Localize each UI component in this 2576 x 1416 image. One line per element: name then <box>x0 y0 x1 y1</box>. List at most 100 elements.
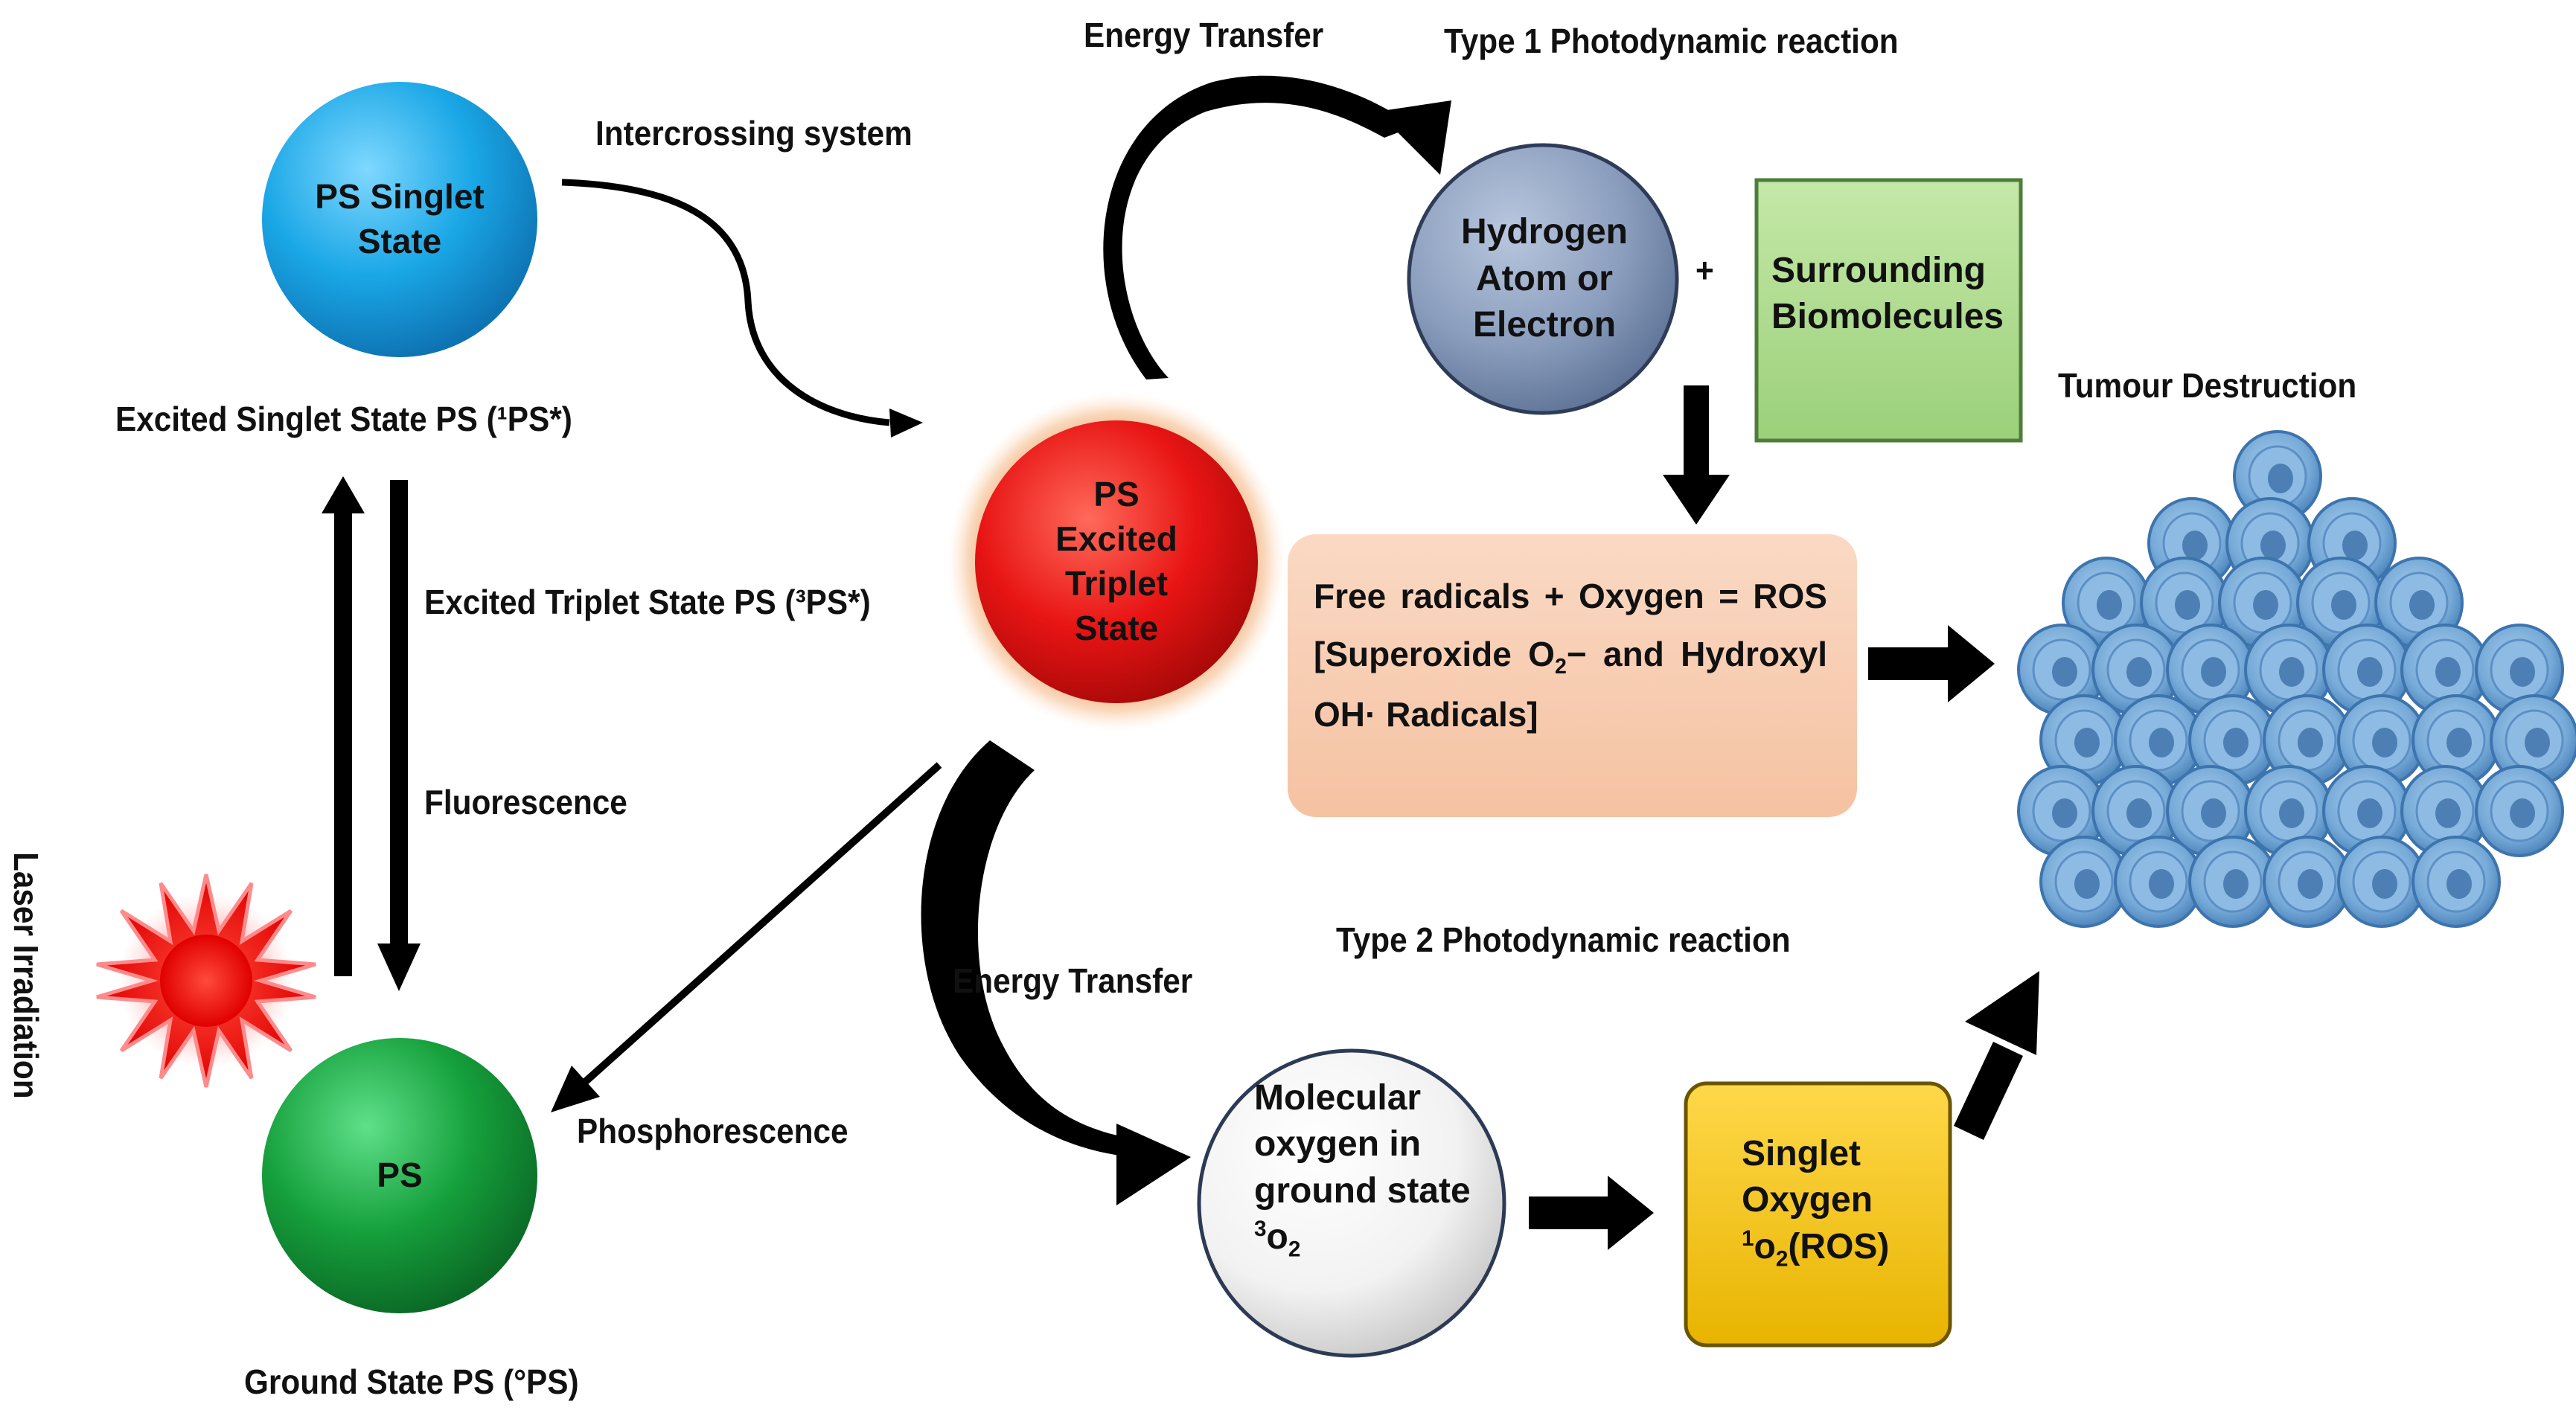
singlet-oxygen-text: Singlet Oxygen 1o2(ROS) <box>1742 1131 1935 1295</box>
singlet-oxygen-formula: 1o2(ROS) <box>1742 1224 1889 1274</box>
singlet-oxygen-formula-base: o <box>1754 1226 1776 1266</box>
tumour-cell-nucleus <box>2279 798 2304 828</box>
type2-label: Type 2 Photodynamic reaction <box>1336 920 1791 959</box>
fluorescence-label: Fluorescence <box>424 783 627 821</box>
ps-triplet-text: PS Excited Triplet State <box>975 446 1258 677</box>
energy-transfer-top-label: Energy Transfer <box>1084 16 1324 54</box>
tumour-cell-nucleus <box>2201 657 2226 687</box>
intercrossing-label: Intercrossing system <box>595 114 913 153</box>
singlet-oxygen-formula-sub: 2 <box>1775 1246 1789 1272</box>
singlet-oxygen-line-1: Singlet <box>1742 1134 1861 1173</box>
tumour-cell-nucleus <box>2052 798 2077 828</box>
molecular-oxygen-circle <box>1197 1048 1506 1358</box>
tumour-cell-nucleus <box>2357 798 2382 828</box>
singlet-oxygen-formula-sup: 1 <box>1742 1226 1754 1251</box>
ros-box <box>1288 534 1857 817</box>
phosphorescence-arrow <box>551 762 942 1112</box>
tumour-cell-nucleus <box>2372 869 2397 899</box>
ps-ground-text: PS <box>262 1146 537 1205</box>
molecular-oxygen-text: Molecular oxygen in ground state 3o2 <box>1254 1075 1477 1291</box>
tumour-cell-nucleus <box>2525 728 2550 757</box>
ps-singlet-line-2: State <box>357 222 442 260</box>
plus-sign: + <box>1696 251 1714 289</box>
tumour-cell-nucleus <box>2510 657 2535 687</box>
molecular-oxygen-line-2: oxygen in <box>1254 1124 1422 1164</box>
excited-singlet-label: Excited Singlet State PS (¹PS*) <box>115 400 572 438</box>
molecular-oxygen-formula-sup: 3 <box>1254 1217 1267 1242</box>
singlet-to-tumour-arrow <box>1954 971 2039 1140</box>
singlet-oxygen-formula-tail: (ROS) <box>1788 1226 1890 1266</box>
energy-transfer-top-arrow <box>1103 75 1451 380</box>
ros-to-tumour-arrow <box>1868 625 1995 702</box>
tumour-cell-nucleus <box>2268 464 2293 493</box>
tumour-cell-nucleus <box>2409 590 2435 620</box>
biomolecules-text: Surrounding Biomolecules <box>1771 242 2010 346</box>
hydrogen-to-ros-arrow <box>1663 385 1730 525</box>
tumour-cell-nucleus <box>2175 590 2200 620</box>
fluorescence-arrow-down <box>377 480 421 991</box>
ps-singlet-circle <box>262 82 537 357</box>
hydrogen-line-2: Atom or <box>1476 258 1613 298</box>
tumour-cell-nucleus <box>2435 657 2461 687</box>
tumour-cell-nucleus <box>2446 728 2472 757</box>
tumour-cell-nucleus <box>2201 798 2226 828</box>
ps-ground-circle <box>262 1038 537 1313</box>
tumour-cell-nucleus <box>2279 657 2304 687</box>
tumour-cell-nucleus <box>2298 869 2323 899</box>
molecular-oxygen-line-3: ground state <box>1254 1170 1471 1211</box>
laser-label: Laser Irradiation <box>7 852 45 1099</box>
ground-state-label: Ground State PS (°PS) <box>244 1362 579 1401</box>
ps-triplet-line-1: PS <box>1093 475 1140 514</box>
biomolecules-line-1: Surrounding <box>1771 250 1986 290</box>
tumour-cell-nucleus <box>2182 531 2208 560</box>
tumour-cells-icon <box>2017 430 2576 928</box>
biomolecules-line-2: Biomolecules <box>1771 297 2004 336</box>
tumour-cell-nucleus <box>2126 657 2152 687</box>
tumour-cell-nucleus <box>2126 798 2152 828</box>
ros-line-2-suffix: − and Hydroxyl <box>1566 635 1827 674</box>
singlet-oxygen-line-2: Oxygen <box>1742 1180 1873 1220</box>
tumour-cell-nucleus <box>2510 798 2535 828</box>
ros-line-3: OH· Radicals] <box>1314 694 1538 734</box>
ps-triplet-line-2: Excited <box>1055 519 1177 559</box>
ros-line-1: Free radicals + Oxygen = ROS <box>1314 577 1827 615</box>
tumour-cell-nucleus <box>2331 590 2356 620</box>
ps-triplet-line-3: Triplet <box>1064 564 1169 603</box>
hydrogen-line-1: Hydrogen <box>1460 212 1628 252</box>
tumour-cell-nucleus <box>2097 590 2122 620</box>
tumour-cell-nucleus <box>2223 869 2249 899</box>
excited-triplet-label: Excited Triplet State PS (³PS*) <box>424 583 871 621</box>
ros-text: Free radicals + Oxygen = ROS [Superoxide… <box>1314 567 1827 743</box>
tumour-cell-nucleus <box>2074 728 2100 757</box>
laser-sun-icon <box>96 874 316 1088</box>
tumour-cell-nucleus <box>2149 728 2174 757</box>
singlet-oxygen-box <box>1684 1081 1952 1348</box>
hydrogen-circle <box>1407 143 1679 415</box>
tumour-cell-nucleus <box>2357 657 2382 687</box>
molecular-oxygen-line-1: Molecular <box>1254 1078 1422 1118</box>
tumour-label: Tumour Destruction <box>2058 366 2357 405</box>
tumour-cell-nucleus <box>2446 869 2472 899</box>
ps-triplet-circle <box>975 420 1258 703</box>
tumour-cell-nucleus <box>2052 657 2077 687</box>
ros-line-2-prefix: [Superoxide O <box>1314 635 1555 674</box>
ros-line-2: [Superoxide O2− and Hydroxyl <box>1314 625 1827 685</box>
absorption-arrow-up <box>322 476 365 976</box>
energy-transfer-bottom-label: Energy Transfer <box>953 961 1193 1000</box>
molecular-oxygen-formula-sub: 2 <box>1288 1237 1301 1262</box>
intercrossing-arrow <box>561 179 923 438</box>
tumour-cell-nucleus <box>2372 728 2397 757</box>
tumour-cell-nucleus <box>2149 869 2174 899</box>
ps-triplet-line-4: State <box>1074 608 1159 647</box>
energy-transfer-bottom-arrow <box>921 740 1191 1205</box>
molecular-oxygen-formula: 3o2 <box>1254 1214 1300 1264</box>
hydrogen-line-3: Electron <box>1472 305 1617 345</box>
hydrogen-text: Hydrogen Atom or Electron <box>1422 201 1667 357</box>
oxygen-to-singlet-arrow <box>1529 1176 1654 1250</box>
ps-singlet-text: PS Singlet State <box>262 160 537 279</box>
tumour-cell-nucleus <box>2435 798 2461 828</box>
tumour-cell-nucleus <box>2253 590 2278 620</box>
tumour-cell-nucleus <box>2223 728 2249 757</box>
